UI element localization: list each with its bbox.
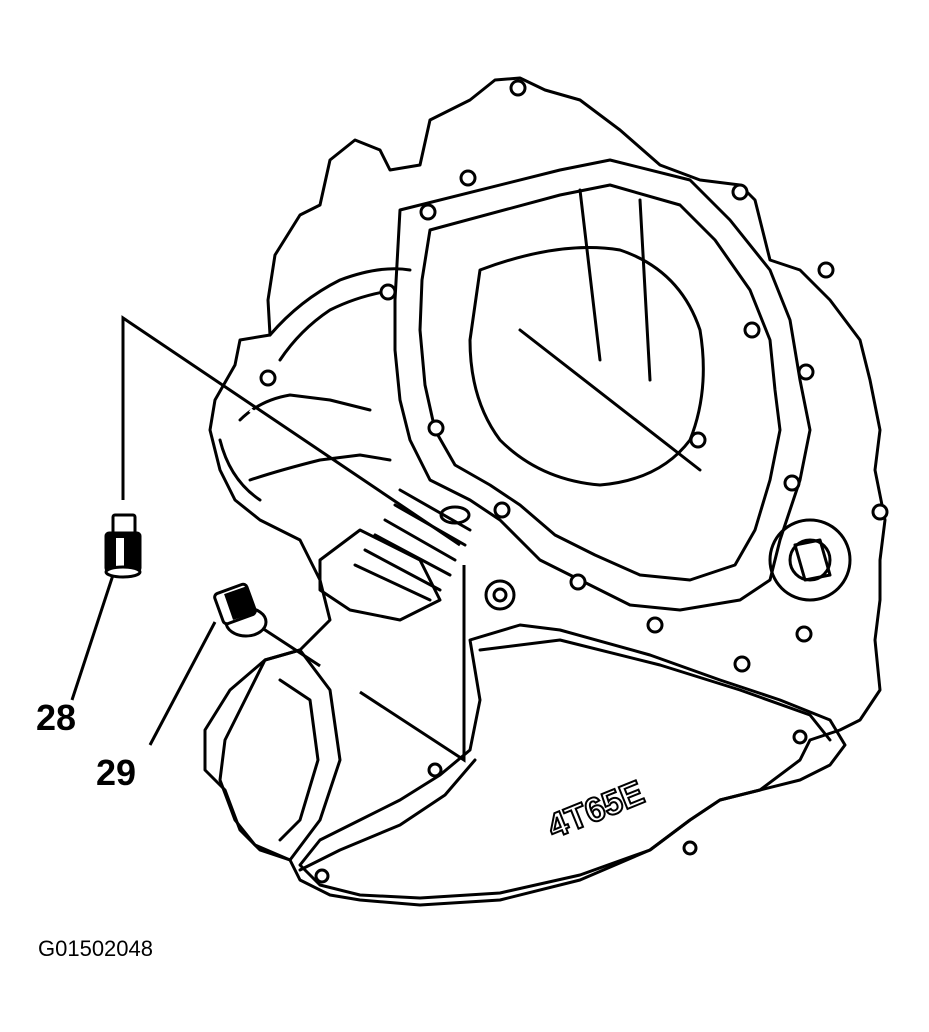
oil-pan-flange — [478, 638, 832, 742]
bolt — [797, 363, 815, 381]
bolt — [689, 431, 707, 449]
bolt — [682, 840, 698, 856]
bolt — [259, 369, 277, 387]
figure-id: G01502048 — [38, 936, 153, 961]
case-rib — [238, 393, 372, 422]
bolt — [314, 868, 330, 884]
bolt — [795, 625, 813, 643]
bolt — [733, 655, 751, 673]
bolt — [427, 419, 445, 437]
case-rib — [218, 438, 262, 502]
oil-pan-flange — [298, 758, 477, 872]
leader-line-29-dash — [318, 664, 362, 694]
bolt — [783, 474, 801, 492]
bell-housing-edge — [268, 267, 412, 337]
side-cover-rib — [518, 328, 702, 472]
pan-extension — [218, 648, 342, 862]
part-29-plug-icon — [213, 582, 268, 638]
leader-line-28 — [121, 315, 461, 547]
callout-28: 28 — [36, 697, 77, 738]
bolt — [459, 169, 477, 187]
plug-bore-inner — [492, 587, 508, 603]
bolt — [509, 79, 527, 97]
side-cover-rib — [578, 188, 602, 362]
oil-pan — [298, 623, 847, 900]
bolt — [379, 283, 397, 301]
side-cover-rib — [638, 198, 652, 382]
callout-29: 29 — [96, 752, 137, 793]
pan-extension-inner — [278, 678, 320, 842]
plug-bore — [484, 579, 516, 611]
side-cover-panel — [468, 246, 705, 487]
bolt — [743, 321, 761, 339]
case-rib — [248, 453, 392, 482]
leader-line-29 — [261, 565, 466, 763]
bolt — [646, 616, 664, 634]
part-28-plug-icon — [104, 513, 142, 579]
transaxle-case-outline — [203, 76, 887, 907]
output-shaft — [793, 538, 832, 582]
bolt — [569, 573, 587, 591]
bell-housing-inner — [278, 288, 397, 362]
bolt — [493, 501, 511, 519]
pointer-29 — [148, 621, 217, 746]
axle-seal-outer — [768, 518, 852, 602]
side-cover — [393, 158, 812, 612]
bolt — [427, 762, 443, 778]
bolt — [731, 183, 749, 201]
bolt — [817, 261, 835, 279]
bolt — [871, 503, 889, 521]
leader-line-28-dash — [248, 408, 302, 446]
pointer-28 — [70, 574, 115, 701]
bolt — [792, 729, 808, 745]
mount-bracket — [318, 528, 442, 622]
bolt — [419, 203, 437, 221]
case-marking: 4T65E — [542, 773, 649, 846]
